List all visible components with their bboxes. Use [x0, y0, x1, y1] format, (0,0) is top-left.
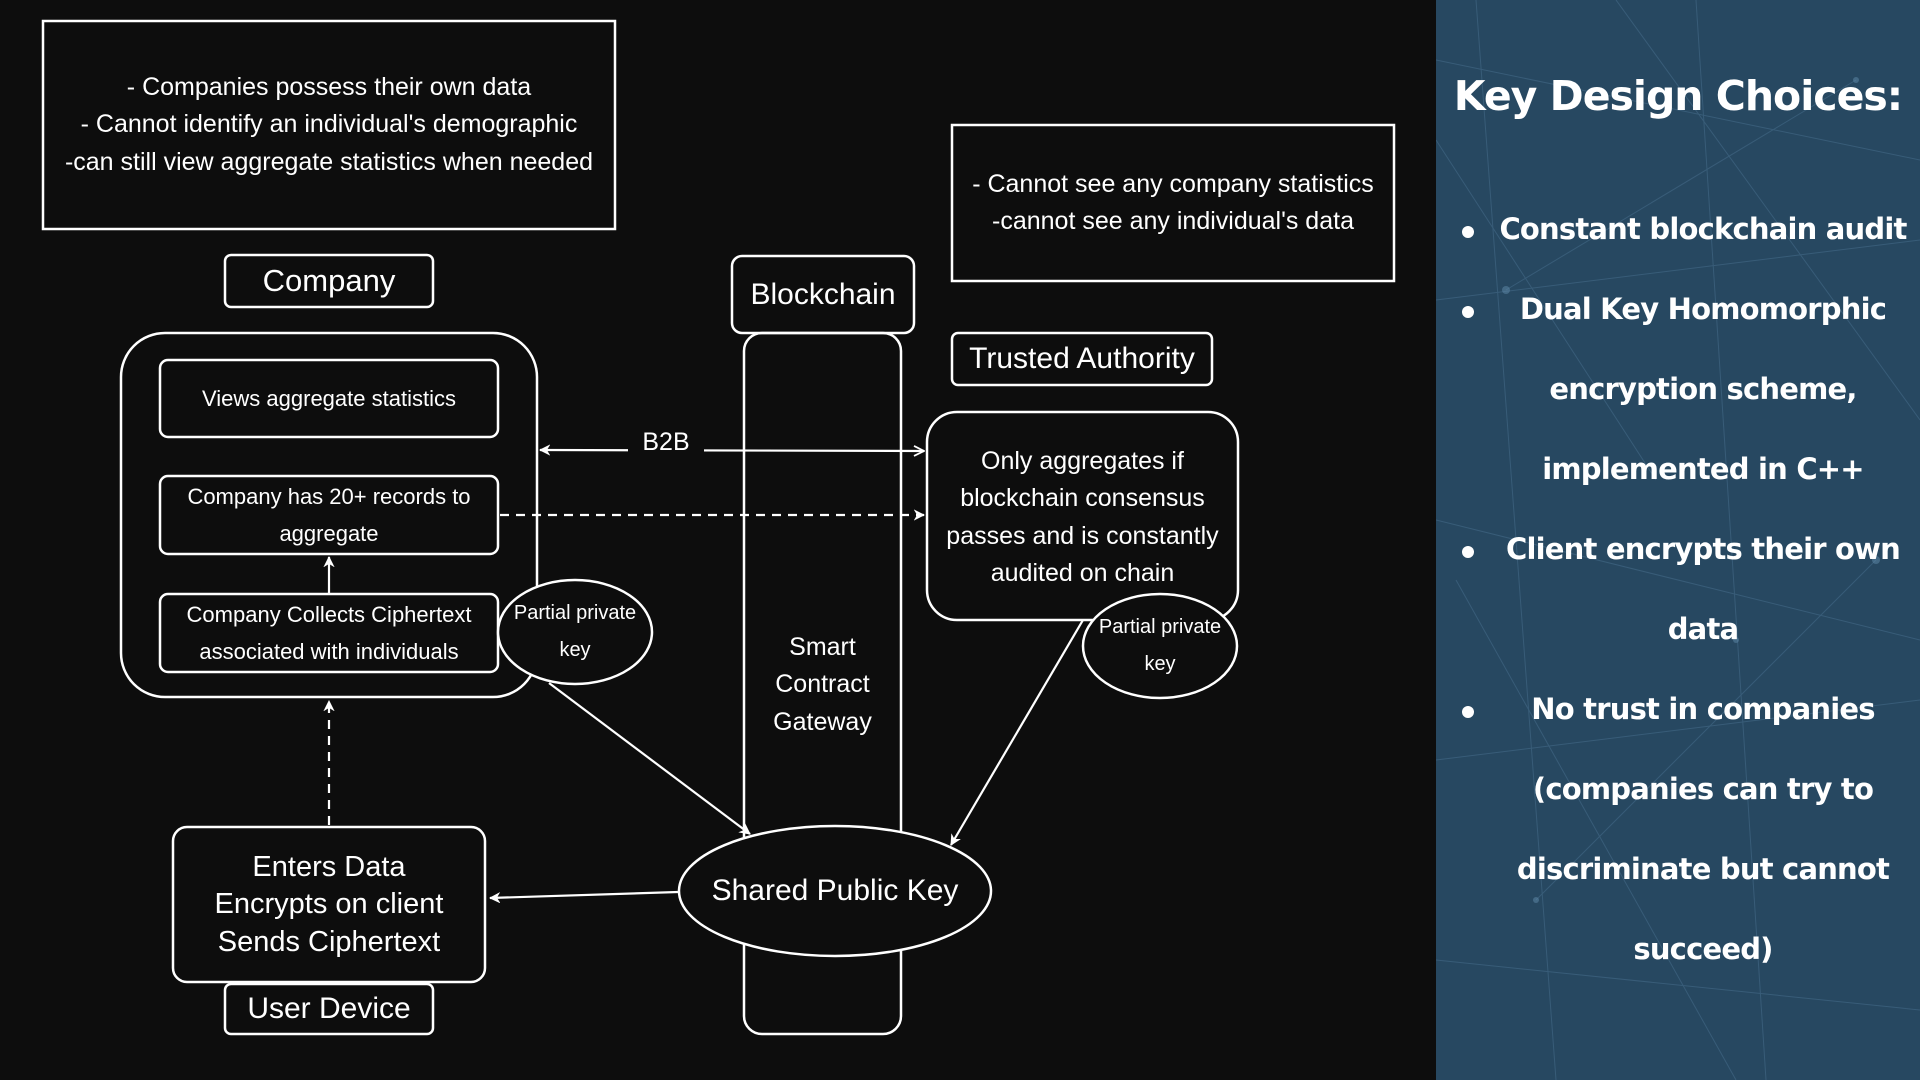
authority-notes-box	[950, 123, 1396, 283]
smart-contract-gateway-label: Smart Contract Gateway	[773, 632, 872, 736]
records-label: Company has 20+ records to aggregate	[187, 483, 471, 546]
company-title-box	[223, 253, 435, 309]
network-background-pattern	[1436, 0, 1920, 1080]
sidebar-title: Key Design Choices:	[1453, 72, 1903, 120]
blockchain-title: Blockchain	[750, 277, 896, 311]
architecture-diagram: - Companies possess their own data - Can…	[41, 19, 1396, 1036]
design-choice-line: discriminate but cannot	[1516, 852, 1890, 886]
company-notes-box	[41, 19, 617, 231]
design-choice-line: Constant blockchain audit	[1499, 212, 1907, 246]
authority-key-to-public-key-arrow	[950, 619, 1084, 845]
b2b-arrow	[540, 450, 924, 451]
authority-notes: - Cannot see any company statistics -can…	[972, 169, 1374, 236]
company-partial-key-label: Partial private key	[513, 602, 637, 661]
views-aggregate-label: Views aggregate statistics	[202, 385, 456, 411]
authority-partial-key-label: Partial private key	[1098, 616, 1222, 675]
user-device-steps-label: Enters Data Encrypts on client Sends Cip…	[214, 851, 444, 958]
company-notes: - Companies possess their own data - Can…	[64, 72, 594, 176]
records-box	[158, 474, 500, 556]
design-choice-line: data	[1667, 612, 1739, 646]
bullet-3	[1462, 546, 1474, 558]
company-partial-key-ellipse	[496, 578, 654, 686]
design-choice-line: No trust in companies	[1531, 692, 1875, 726]
blockchain-column	[742, 331, 903, 1036]
design-choice-line: implemented in C++	[1542, 452, 1864, 486]
user-device-title-box	[223, 982, 435, 1036]
authority-rule-label: Only aggregates if blockchain consensus …	[946, 446, 1219, 588]
user-device-box	[171, 825, 487, 984]
design-choice-line: succeed)	[1633, 932, 1773, 966]
trusted-authority-title: Trusted Authority	[969, 342, 1195, 376]
design-choice-line: encryption scheme,	[1549, 372, 1857, 406]
company-key-to-public-key-arrow	[548, 682, 750, 835]
shared-public-key-label: Shared Public Key	[711, 874, 959, 908]
bullet-4	[1462, 706, 1474, 718]
company-title: Company	[262, 262, 396, 298]
user-device-title: User Device	[247, 992, 411, 1026]
key-design-choices-panel: Key Design Choices: Constant blockchain …	[1436, 0, 1920, 1080]
bullet-2	[1462, 306, 1474, 318]
bullet-1	[1462, 226, 1474, 238]
b2b-label: B2B	[628, 424, 704, 460]
trusted-authority-title-box	[950, 331, 1214, 387]
shared-public-key-ellipse	[677, 824, 993, 958]
views-aggregate-box	[158, 358, 500, 439]
design-choice-line: (companies can try to	[1532, 772, 1874, 806]
diagram-shapes	[41, 19, 1396, 1036]
public-key-to-device-arrow	[490, 890, 679, 898]
design-choice-line: Client encrypts their own	[1505, 532, 1901, 566]
authority-partial-key-ellipse	[1081, 592, 1239, 700]
design-choice-line: Dual Key Homomorphic	[1519, 292, 1887, 326]
collects-label: Company Collects Ciphertext associated w…	[186, 601, 472, 664]
